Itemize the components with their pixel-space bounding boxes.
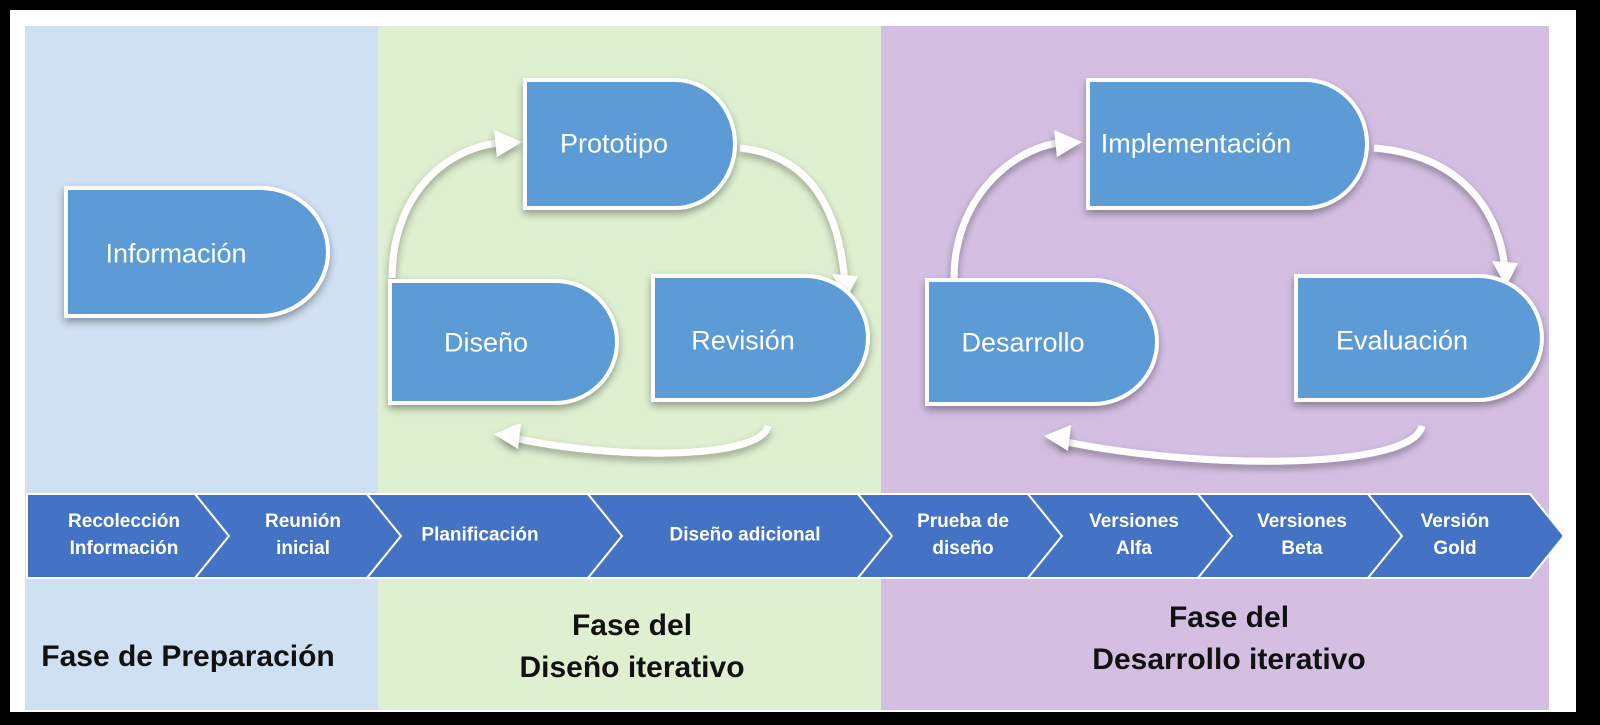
arrow-prototipo-to-revision bbox=[739, 144, 849, 286]
node-prototipo bbox=[523, 78, 737, 210]
timeline-label-diseno-adicional: Diseño adicional bbox=[669, 524, 821, 546]
node-label-informacion: Información bbox=[105, 238, 247, 269]
phase-panel-preparacion bbox=[25, 26, 378, 710]
node-label-implementacion: Implementación bbox=[1100, 128, 1292, 159]
node-label-evaluacion: Evaluación bbox=[1335, 325, 1469, 356]
node-desarrollo bbox=[925, 278, 1159, 406]
arrow-desarrollo-to-implementacion bbox=[950, 139, 1059, 279]
dev-cycle-arrows bbox=[950, 139, 1509, 465]
arrowhead-diseno bbox=[494, 423, 521, 449]
design-cycle-arrows bbox=[388, 139, 849, 457]
timeline-label-planificacion: Planificación bbox=[421, 524, 539, 546]
timeline-chevron bbox=[1365, 493, 1566, 579]
arrow-implementacion-to-evaluacion bbox=[1373, 144, 1509, 271]
arrowhead-prototipo bbox=[494, 130, 522, 157]
node-label-revision: Revisión bbox=[691, 325, 795, 356]
node-implementacion bbox=[1086, 78, 1369, 210]
phase-label-preparacion: Fase de Preparación bbox=[41, 640, 335, 673]
arrow-evaluacion-to-desarrollo bbox=[1061, 424, 1426, 465]
node-label-diseno: Diseño bbox=[443, 327, 529, 358]
arrowhead-desarrollo bbox=[1044, 425, 1071, 451]
node-diseno bbox=[388, 279, 619, 405]
arrowhead-evaluacion bbox=[1492, 261, 1518, 287]
node-label-prototipo: Prototipo bbox=[559, 128, 669, 159]
arrow-revision-to-diseno bbox=[509, 424, 772, 457]
node-label-desarrollo: Desarrollo bbox=[961, 327, 1085, 358]
arrowhead-implementacion bbox=[1054, 130, 1082, 157]
arrowhead-revision bbox=[832, 274, 858, 300]
node-informacion bbox=[64, 186, 330, 318]
arrow-diseno-to-prototipo bbox=[388, 139, 499, 279]
timeline-chevrons bbox=[26, 493, 1566, 579]
node-evaluacion bbox=[1294, 274, 1544, 402]
node-revision bbox=[651, 274, 870, 402]
